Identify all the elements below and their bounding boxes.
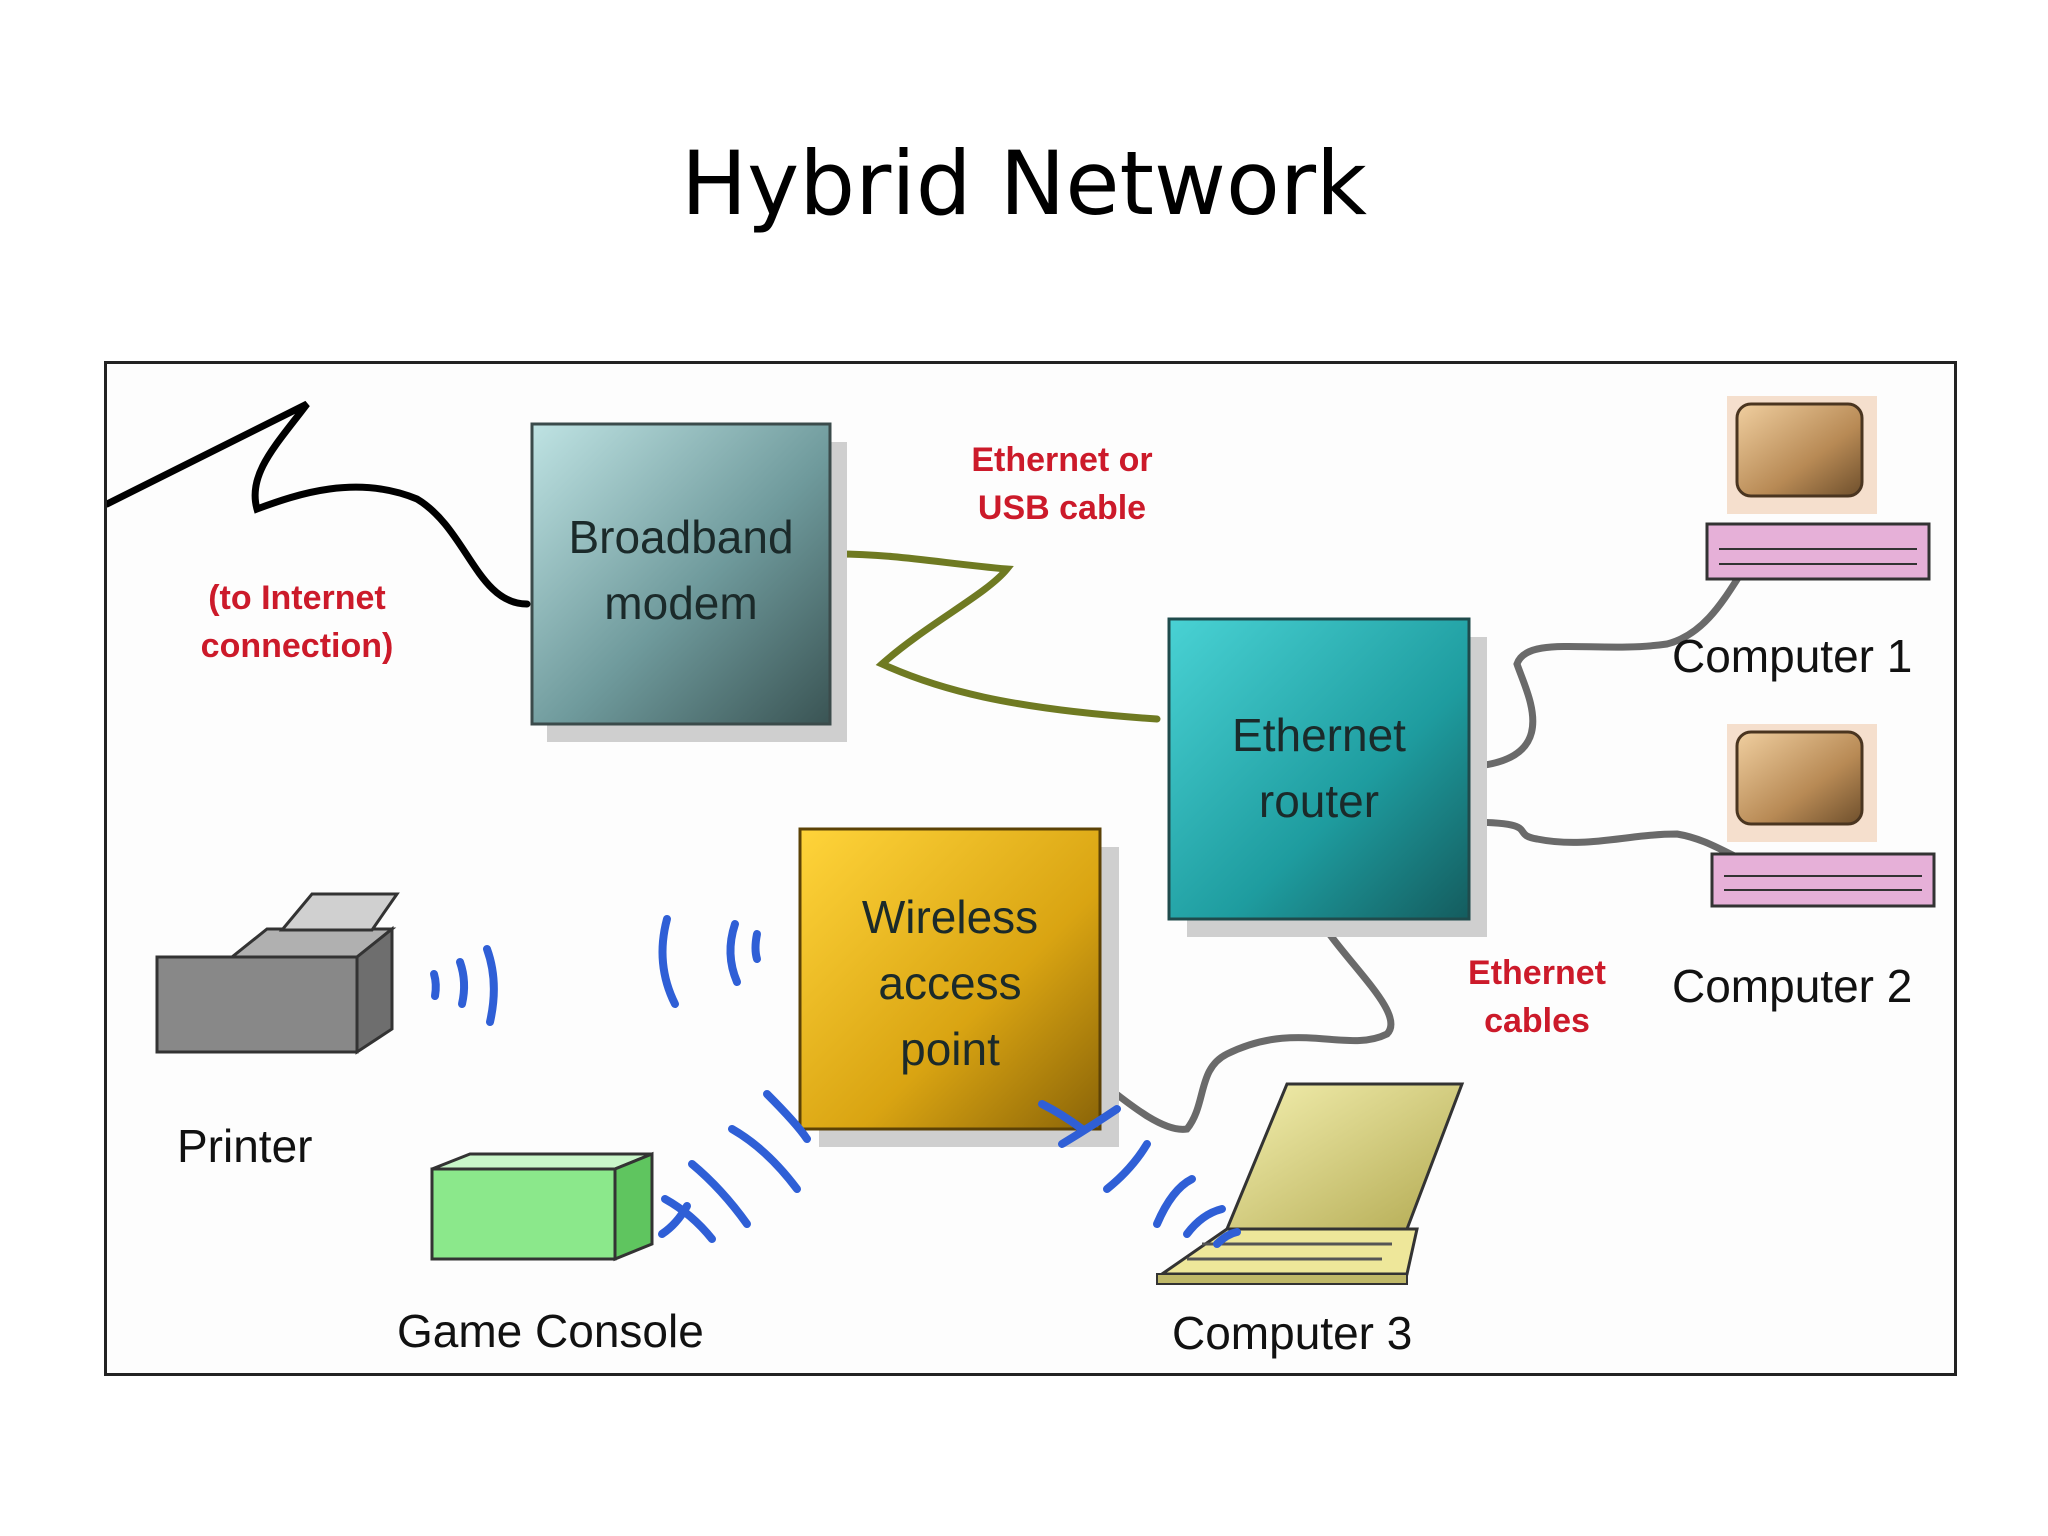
computer-3-label: Computer 3	[1172, 1307, 1413, 1359]
internet-annotation-line1: (to Internet	[208, 579, 386, 617]
modem-link-annotation-line2: USB cable	[977, 489, 1147, 527]
internet-cable	[107, 400, 531, 608]
wap-label-line3: point	[900, 1023, 1000, 1075]
wap-box	[798, 827, 1102, 1131]
internet-annotation: (to Internet connection)	[167, 574, 427, 670]
game-console-label: Game Console	[397, 1305, 704, 1357]
computer-2-label: Computer 2	[1672, 960, 1913, 1012]
ethernet-cables-annotation-line2: cables	[1484, 1002, 1590, 1040]
computer-2-icon	[1710, 724, 1936, 908]
computer-1-label: Computer 1	[1672, 630, 1913, 682]
router-box	[1167, 617, 1471, 921]
game-console-icon	[430, 1151, 654, 1262]
slide-title: Hybrid Network	[681, 132, 1367, 235]
modem-link-annotation-line1: Ethernet or	[971, 441, 1153, 479]
ethernet-cables-annotation-line1: Ethernet	[1468, 954, 1606, 992]
router-wap-cable	[1073, 912, 1395, 1133]
modem-label-line1: Broadband	[568, 511, 794, 563]
computer-3-laptop-icon	[1156, 1082, 1465, 1285]
modem-link-annotation: Ethernet or USB cable	[937, 436, 1187, 532]
router-label-line2: router	[1258, 775, 1380, 827]
router-computer2-cable	[1458, 818, 1756, 868]
router-computer1-cable	[1458, 560, 1751, 771]
wifi-waves-laptop-icon	[1038, 1100, 1241, 1248]
wifi-waves-wap-left-icon	[658, 915, 761, 1008]
router-label: Ethernet router	[1169, 702, 1469, 834]
modem-router-cable	[833, 550, 1161, 723]
router-label-line1: Ethernet	[1232, 709, 1406, 761]
diagram-canvas	[107, 396, 1936, 1285]
modem-label-line2: modem	[604, 577, 758, 629]
wap-label-line2: access	[878, 957, 1022, 1009]
printer-label: Printer	[177, 1120, 313, 1172]
internet-annotation-line2: connection)	[200, 627, 394, 665]
printer-icon	[155, 892, 400, 1055]
wifi-waves-printer-icon	[430, 945, 498, 1026]
modem-label: Broadband modem	[532, 504, 830, 636]
network-diagram: Broadband modem Ethernet router Wireless…	[104, 361, 1957, 1376]
ethernet-cables-annotation: Ethernet cables	[1437, 949, 1637, 1045]
wap-label-line1: Wireless	[861, 891, 1039, 943]
wap-label: Wireless access point	[800, 884, 1100, 1082]
wifi-waves-console-icon	[658, 1090, 811, 1243]
modem-box	[530, 422, 832, 726]
computer-1-icon	[1705, 396, 1931, 581]
